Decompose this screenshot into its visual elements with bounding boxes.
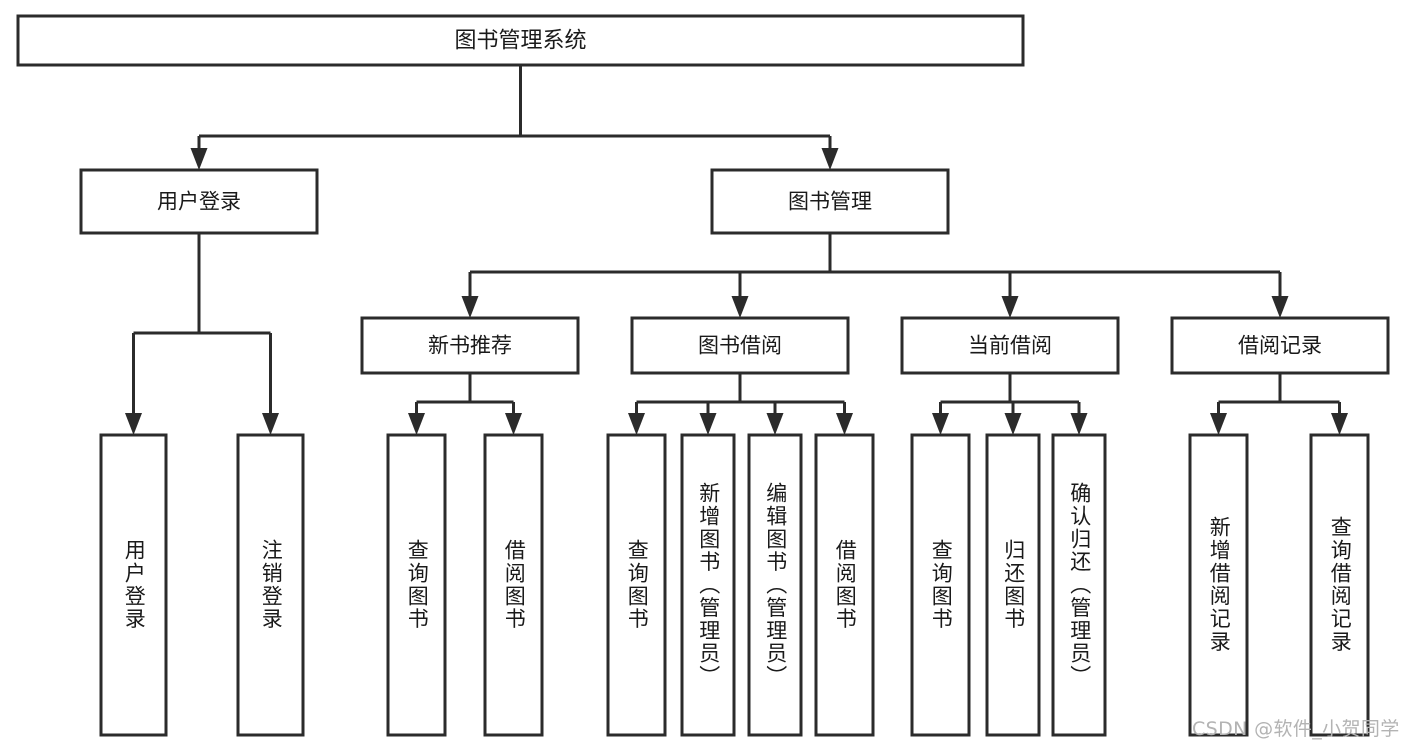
- arrowhead-icon-leaf-add-borrow-record: [1210, 413, 1227, 435]
- node-box-leaf-add-book-admin[interactable]: [680, 433, 736, 737]
- node-label-current-borrow: 当前借阅: [968, 334, 1052, 358]
- node-label-new-book-rec: 新书推荐: [428, 334, 512, 358]
- node-box-leaf-return-book[interactable]: [985, 433, 1041, 737]
- node-label-book-borrow: 图书借阅: [698, 334, 782, 358]
- node-box-leaf-borrow-book[interactable]: [814, 433, 875, 737]
- arrowhead-icon-leaf-add-book-admin: [699, 413, 717, 435]
- node-label-user-login: 用户登录: [157, 190, 241, 214]
- arrowhead-icon-leaf-rec-query-book: [408, 413, 425, 435]
- node-box-leaf-borrow-query-book[interactable]: [606, 433, 667, 737]
- arrowhead-icon-user-login: [190, 148, 208, 170]
- arrowhead-icon-leaf-cur-query-book: [932, 413, 949, 435]
- node-box-current-borrow[interactable]: [900, 316, 1120, 375]
- connectors-layer: [125, 65, 1348, 435]
- arrowhead-icon-leaf-edit-book-admin: [766, 413, 784, 435]
- node-box-book-borrow[interactable]: [630, 316, 850, 375]
- arrowhead-icon-new-book-rec: [461, 296, 479, 318]
- node-box-user-login[interactable]: [79, 168, 319, 235]
- node-box-leaf-confirm-return-admin[interactable]: [1051, 433, 1107, 737]
- arrowhead-icon-leaf-query-borrow-record: [1331, 413, 1348, 435]
- arrowhead-icon-book-manage: [821, 148, 839, 170]
- arrowhead-icon-leaf-user-login: [125, 413, 142, 435]
- node-box-book-manage[interactable]: [710, 168, 950, 235]
- arrowhead-icon-book-borrow: [731, 296, 749, 318]
- node-box-leaf-edit-book-admin[interactable]: [747, 433, 803, 737]
- node-box-leaf-user-login[interactable]: [99, 433, 168, 737]
- arrowhead-icon-leaf-rec-borrow-book: [505, 413, 522, 435]
- csdn-watermark: CSDN @软件_小贺同学: [1192, 718, 1400, 740]
- node-box-leaf-cur-query-book[interactable]: [910, 433, 971, 737]
- node-box-leaf-rec-borrow-book[interactable]: [483, 433, 544, 737]
- node-box-borrow-record[interactable]: [1170, 316, 1390, 375]
- arrowhead-icon-borrow-record: [1271, 296, 1289, 318]
- arrowhead-icon-leaf-confirm-return-admin: [1070, 413, 1088, 435]
- node-box-leaf-user-logout[interactable]: [236, 433, 305, 737]
- arrowhead-icon-leaf-return-book: [1004, 413, 1022, 435]
- node-label-root: 图书管理系统: [454, 29, 586, 54]
- node-boxes-layer: [16, 14, 1390, 737]
- arrowhead-icon-leaf-user-logout: [262, 413, 279, 435]
- node-box-leaf-add-borrow-record[interactable]: [1188, 433, 1249, 737]
- arrowhead-icon-leaf-borrow-book: [836, 413, 853, 435]
- node-box-leaf-query-borrow-record[interactable]: [1309, 433, 1370, 737]
- arrowhead-icon-leaf-borrow-query-book: [628, 413, 645, 435]
- node-box-leaf-rec-query-book[interactable]: [386, 433, 447, 737]
- node-box-root[interactable]: [16, 14, 1025, 67]
- node-label-borrow-record: 借阅记录: [1238, 334, 1322, 358]
- node-box-new-book-rec[interactable]: [360, 316, 580, 375]
- arrowhead-icon-current-borrow: [1001, 296, 1019, 318]
- node-label-book-manage: 图书管理: [788, 190, 872, 214]
